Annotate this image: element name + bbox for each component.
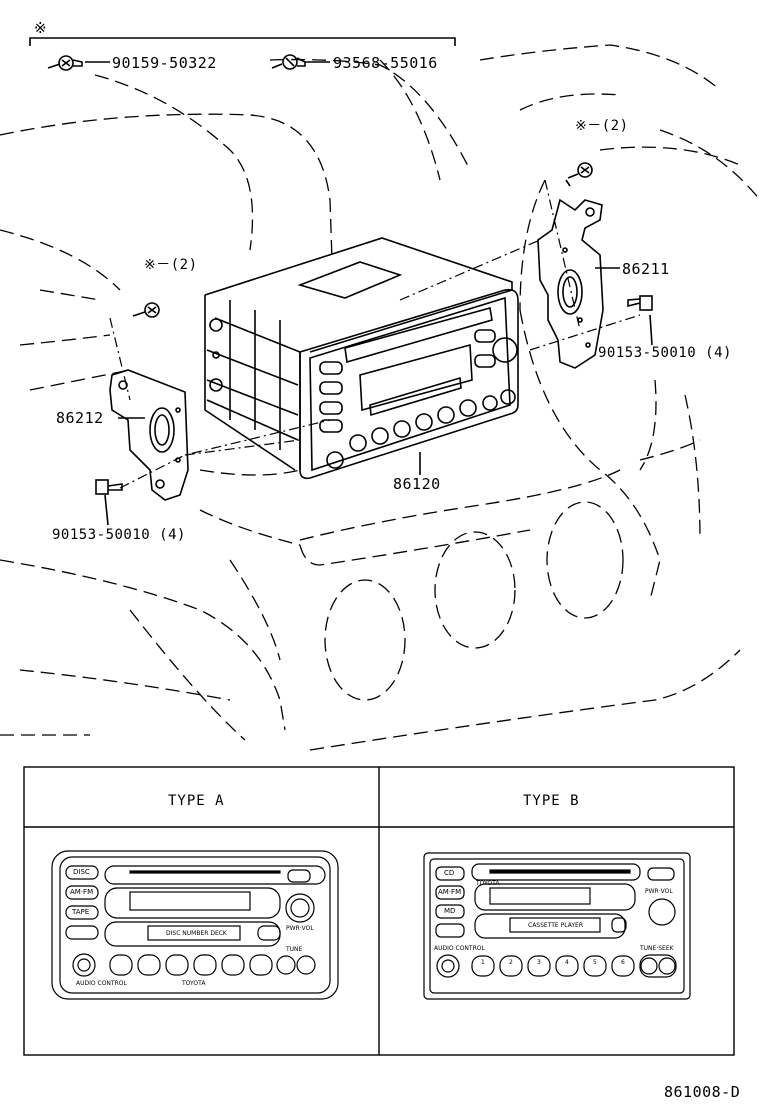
qty-right: ※－(2) — [575, 118, 629, 134]
bracket-right — [537, 198, 604, 369]
diagram-code: 861008-D — [664, 1083, 741, 1101]
type-b-cd-label: CD — [444, 869, 455, 877]
type-b-amfm-label: AM·FM — [438, 888, 462, 896]
screw-icon — [132, 302, 160, 318]
part-bolt-left-number: 90153-50010 (4) — [52, 527, 186, 543]
note-mark: ※ — [34, 19, 48, 37]
note-bracket-line — [29, 37, 456, 46]
type-a-tape-label: TAPE — [72, 908, 90, 916]
type-a-deck-label: DISC NUMBER DECK — [166, 930, 227, 937]
dashboard-outline — [0, 44, 760, 751]
type-a-tune-label: TUNE — [286, 946, 303, 953]
type-a-faceplate — [51, 850, 339, 1000]
part-screw-b-number: 93568-55016 — [333, 54, 438, 72]
screw-icon — [47, 55, 83, 71]
type-a-pwr-label: PWR·VOL — [286, 925, 314, 932]
bracket-right-hole — [557, 269, 583, 315]
type-b-deck-label: CASSETTE PLAYER — [528, 922, 583, 929]
type-b-brand: TOYOTA — [476, 880, 500, 887]
leader-bolt-left — [104, 494, 109, 526]
bracket-left-hole — [149, 407, 175, 453]
bracket-left — [109, 369, 189, 501]
type-b-preset-1: 1 — [481, 959, 485, 966]
screw-icon — [271, 54, 306, 70]
type-a-audio-label: AUDIO CONTROL — [76, 980, 127, 987]
part-radio-number: 86120 — [393, 475, 441, 493]
radio-unit — [204, 237, 519, 480]
type-b-preset-3: 3 — [537, 959, 541, 966]
type-a-header: TYPE A — [168, 793, 225, 809]
part-bracket-left-number: 86212 — [56, 409, 104, 427]
type-b-audio-label: AUDIO CONTROL — [434, 945, 485, 952]
bolt-icon — [627, 295, 653, 311]
leader-bolt-right — [649, 314, 653, 346]
part-bracket-right-number: 86211 — [622, 260, 670, 278]
type-a-disc-label: DISC — [73, 868, 90, 876]
screw-icon — [565, 162, 593, 187]
type-b-tune-label: TUNE·SEEK — [640, 945, 674, 952]
qty-left: ※－(2) — [144, 257, 198, 273]
part-bolt-right-number: 90153-50010 (4) — [598, 345, 732, 361]
type-b-header: TYPE B — [523, 793, 580, 809]
type-b-preset-5: 5 — [593, 959, 597, 966]
type-b-preset-6: 6 — [621, 959, 625, 966]
type-a-brand: TOYOTA — [182, 980, 206, 987]
type-b-preset-4: 4 — [565, 959, 569, 966]
bolt-icon — [95, 479, 123, 495]
type-b-preset-2: 2 — [509, 959, 513, 966]
type-b-md-label: MD — [444, 907, 456, 915]
part-screw-a-number: 90159-50322 — [112, 54, 217, 72]
type-b-pwr-label: PWR·VOL — [645, 888, 673, 895]
type-a-amfm-label: AM·FM — [70, 888, 94, 896]
type-b-faceplate — [423, 852, 691, 1000]
